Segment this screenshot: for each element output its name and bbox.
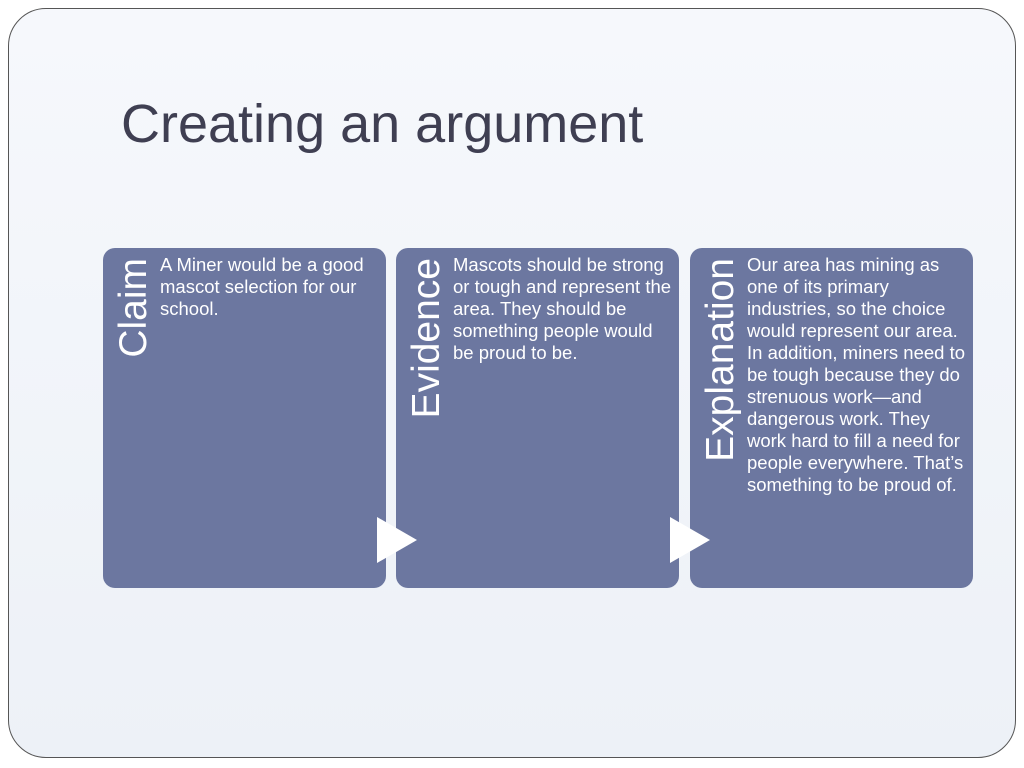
step-label-container: Claim [109,258,159,578]
slide-title: Creating an argument [121,94,644,154]
step-label-evidence: Evidence [405,258,448,419]
step-text-explanation: Our area has mining as one of its primar… [747,254,966,495]
right-triangle-arrow-icon [670,517,710,563]
step-box-claim: Claim A Miner would be a good mascot sel… [103,248,386,588]
right-triangle-arrow-icon [377,517,417,563]
step-text-evidence: Mascots should be strong or tough and re… [453,254,672,363]
step-label-claim: Claim [112,258,155,358]
step-box-evidence: Evidence Mascots should be strong or tou… [396,248,679,588]
step-label-explanation: Explanation [699,258,742,462]
step-box-explanation: Explanation Our area has mining as one o… [690,248,973,588]
step-text-claim: A Miner would be a good mascot selection… [160,254,364,319]
